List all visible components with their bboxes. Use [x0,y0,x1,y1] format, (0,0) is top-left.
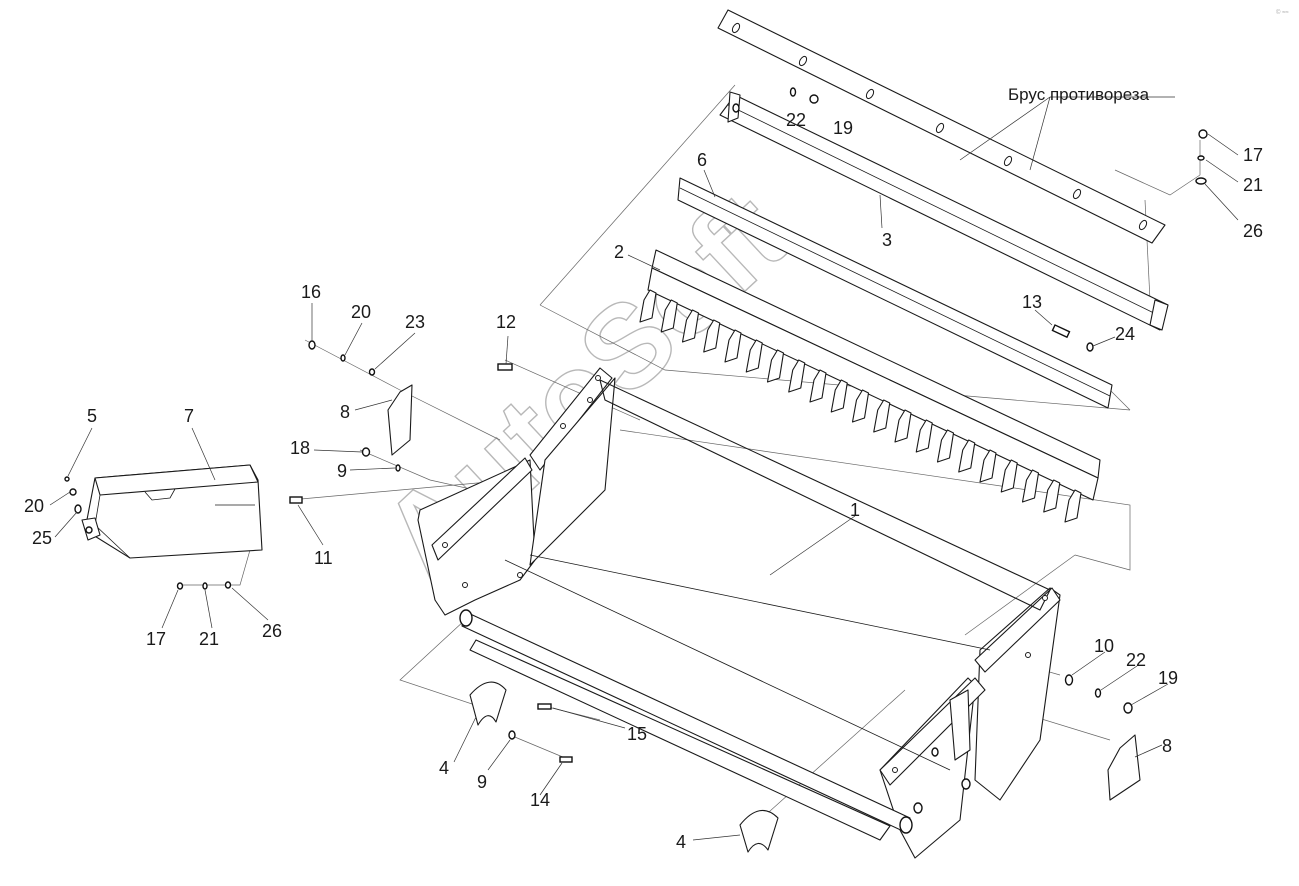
knife-blade [915,419,933,453]
knife-blade [936,429,955,463]
label-19-lower: 19 [1158,668,1178,688]
label-21-right: 21 [1243,175,1263,195]
part-2-knife-comb [639,249,1101,523]
knife-blade [1064,489,1082,523]
knife-blade [788,359,806,393]
knife-blade [639,289,657,323]
knife-blade [724,329,742,363]
label-24: 24 [1115,324,1135,344]
label-16: 16 [301,282,321,302]
label-20-upper: 20 [351,302,371,322]
label-25: 25 [32,528,52,548]
knife-blade [809,369,827,403]
label-17-left: 17 [146,629,166,649]
label-1: 1 [850,500,860,520]
label-3: 3 [882,230,892,250]
hardware [64,87,1208,763]
label-12: 12 [496,312,516,332]
label-8-left: 8 [340,402,350,422]
knife-blade [1021,469,1040,503]
label-2: 2 [614,242,624,262]
label-19-upper: 19 [833,118,853,138]
knife-blade [1043,479,1061,513]
label-21-left: 21 [199,629,219,649]
part-6-strip [677,177,1113,409]
knife-blade [660,299,678,333]
part-7-cover [81,464,263,559]
label-23: 23 [405,312,425,332]
label-14: 14 [530,790,550,810]
knife-blade [873,399,891,433]
label-22-upper: 22 [786,110,806,130]
label-4-upper: 4 [439,758,449,778]
label-18: 18 [290,438,310,458]
label-26-right: 26 [1243,221,1263,241]
counter-knife-bar [717,9,1166,244]
corner-mark: © ≈≈ [1276,9,1289,16]
label-6: 6 [697,150,707,170]
label-17-right: 17 [1243,145,1263,165]
part-4-shield-upper [469,681,507,726]
knife-blade [894,409,912,443]
knife-blade [681,309,700,343]
part-4-shield-lower [739,809,779,853]
knife-blade [958,439,976,473]
label-7: 7 [184,406,194,426]
part-1-main-frame [417,367,1061,859]
label-10: 10 [1094,636,1114,656]
knife-blade [745,339,763,373]
label-20-left: 20 [24,496,44,516]
knife-blade [979,449,997,483]
label-26-left: 26 [262,621,282,641]
part-8-plate-left [387,384,413,456]
knife-blade [703,319,721,353]
label-22-lower: 22 [1126,650,1146,670]
label-4-lower: 4 [676,832,686,852]
knife-blade [766,349,785,383]
label-11: 11 [314,548,333,568]
knife-blade [1000,459,1018,493]
leader-lines [49,96,1239,841]
title-label-counter-knife-bar: Брус противореза [1008,85,1150,104]
part-3-bracket-bar [719,91,1169,331]
label-15: 15 [627,724,647,744]
label-13: 13 [1022,292,1042,312]
label-8-right: 8 [1162,736,1172,756]
knife-blade [830,379,848,413]
label-9-lower: 9 [477,772,487,792]
label-9-upper: 9 [337,461,347,481]
part-labels: Брус противореза 1 2 3 4 4 5 6 7 8 8 9 9… [24,85,1263,852]
knife-blade [851,389,870,423]
label-5: 5 [87,406,97,426]
part-8-plate-right [1107,734,1141,801]
